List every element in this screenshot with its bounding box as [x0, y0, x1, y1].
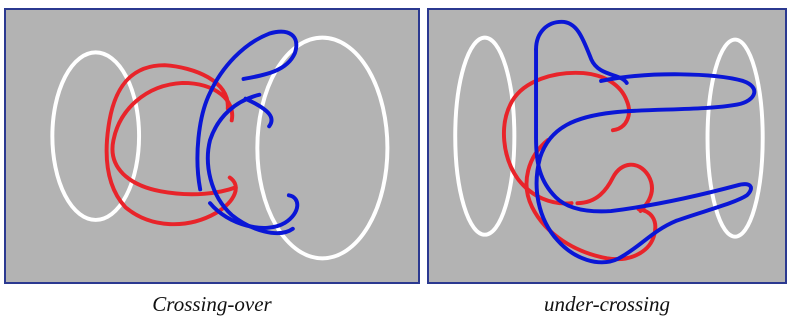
blue-strand-bottom — [208, 96, 300, 230]
red-strand-inner — [110, 80, 238, 197]
white-right-loop — [255, 35, 390, 261]
crossing-over-panel — [4, 8, 420, 284]
red-strand-upper — [502, 70, 631, 206]
white-left-loop — [50, 50, 142, 222]
blue-strand-middle — [205, 92, 295, 236]
red-strand-right — [575, 162, 654, 214]
blue-strand-vertical — [534, 19, 629, 85]
crossing-over-caption: Crossing-over — [152, 292, 272, 316]
under-crossing-panel — [427, 8, 787, 284]
under-crossing-knot-diagram — [453, 19, 765, 265]
red-strand-lower — [524, 138, 658, 262]
blue-strand-top — [195, 29, 299, 192]
red-strand-outer — [104, 63, 238, 227]
under-crossing-caption: under-crossing — [544, 292, 670, 316]
white-right-loop — [705, 37, 765, 239]
blue-strand-long-loop — [534, 47, 757, 265]
white-left-loop — [453, 35, 517, 237]
crossing-over-knot-diagram — [50, 29, 390, 261]
